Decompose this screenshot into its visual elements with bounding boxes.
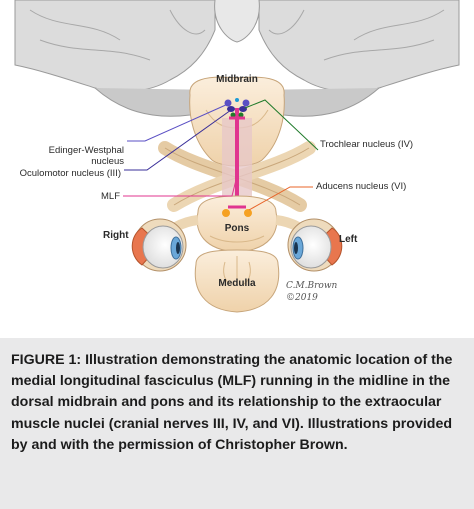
pons-nuclei xyxy=(222,205,252,217)
abducens-label: Aducens nucleus (VI) xyxy=(316,181,407,192)
right-hemisphere xyxy=(258,0,460,93)
brainstem-diagram xyxy=(14,0,460,313)
left-side-label: Left xyxy=(339,234,358,245)
anatomy-illustration: Midbrain Edinger-Westphal nucleus Oculom… xyxy=(14,0,460,313)
edinger-westphal-label: Edinger-Westphal nucleus xyxy=(48,145,124,167)
right-eye xyxy=(131,218,187,272)
figure-caption: FIGURE 1: Illustration demonstrating the… xyxy=(11,352,453,453)
pons-label: Pons xyxy=(224,223,250,234)
mlf-tract xyxy=(235,108,239,210)
artist-signature: C.M.Brown ©2019 xyxy=(286,281,338,303)
left-hemisphere xyxy=(14,0,216,93)
left-eye xyxy=(287,218,343,272)
right-side-label: Right xyxy=(103,230,129,241)
midbrain-label: Midbrain xyxy=(216,74,258,85)
caption-box xyxy=(0,338,474,509)
oculomotor-label: Oculomotor nucleus (III) xyxy=(19,168,121,179)
pons-shape xyxy=(196,195,278,253)
trochlear-label: Trochlear nucleus (IV) xyxy=(320,139,414,150)
mlf-label: MLF xyxy=(101,191,120,202)
medulla-label: Medulla xyxy=(218,278,256,289)
leader-lines xyxy=(123,99,319,211)
